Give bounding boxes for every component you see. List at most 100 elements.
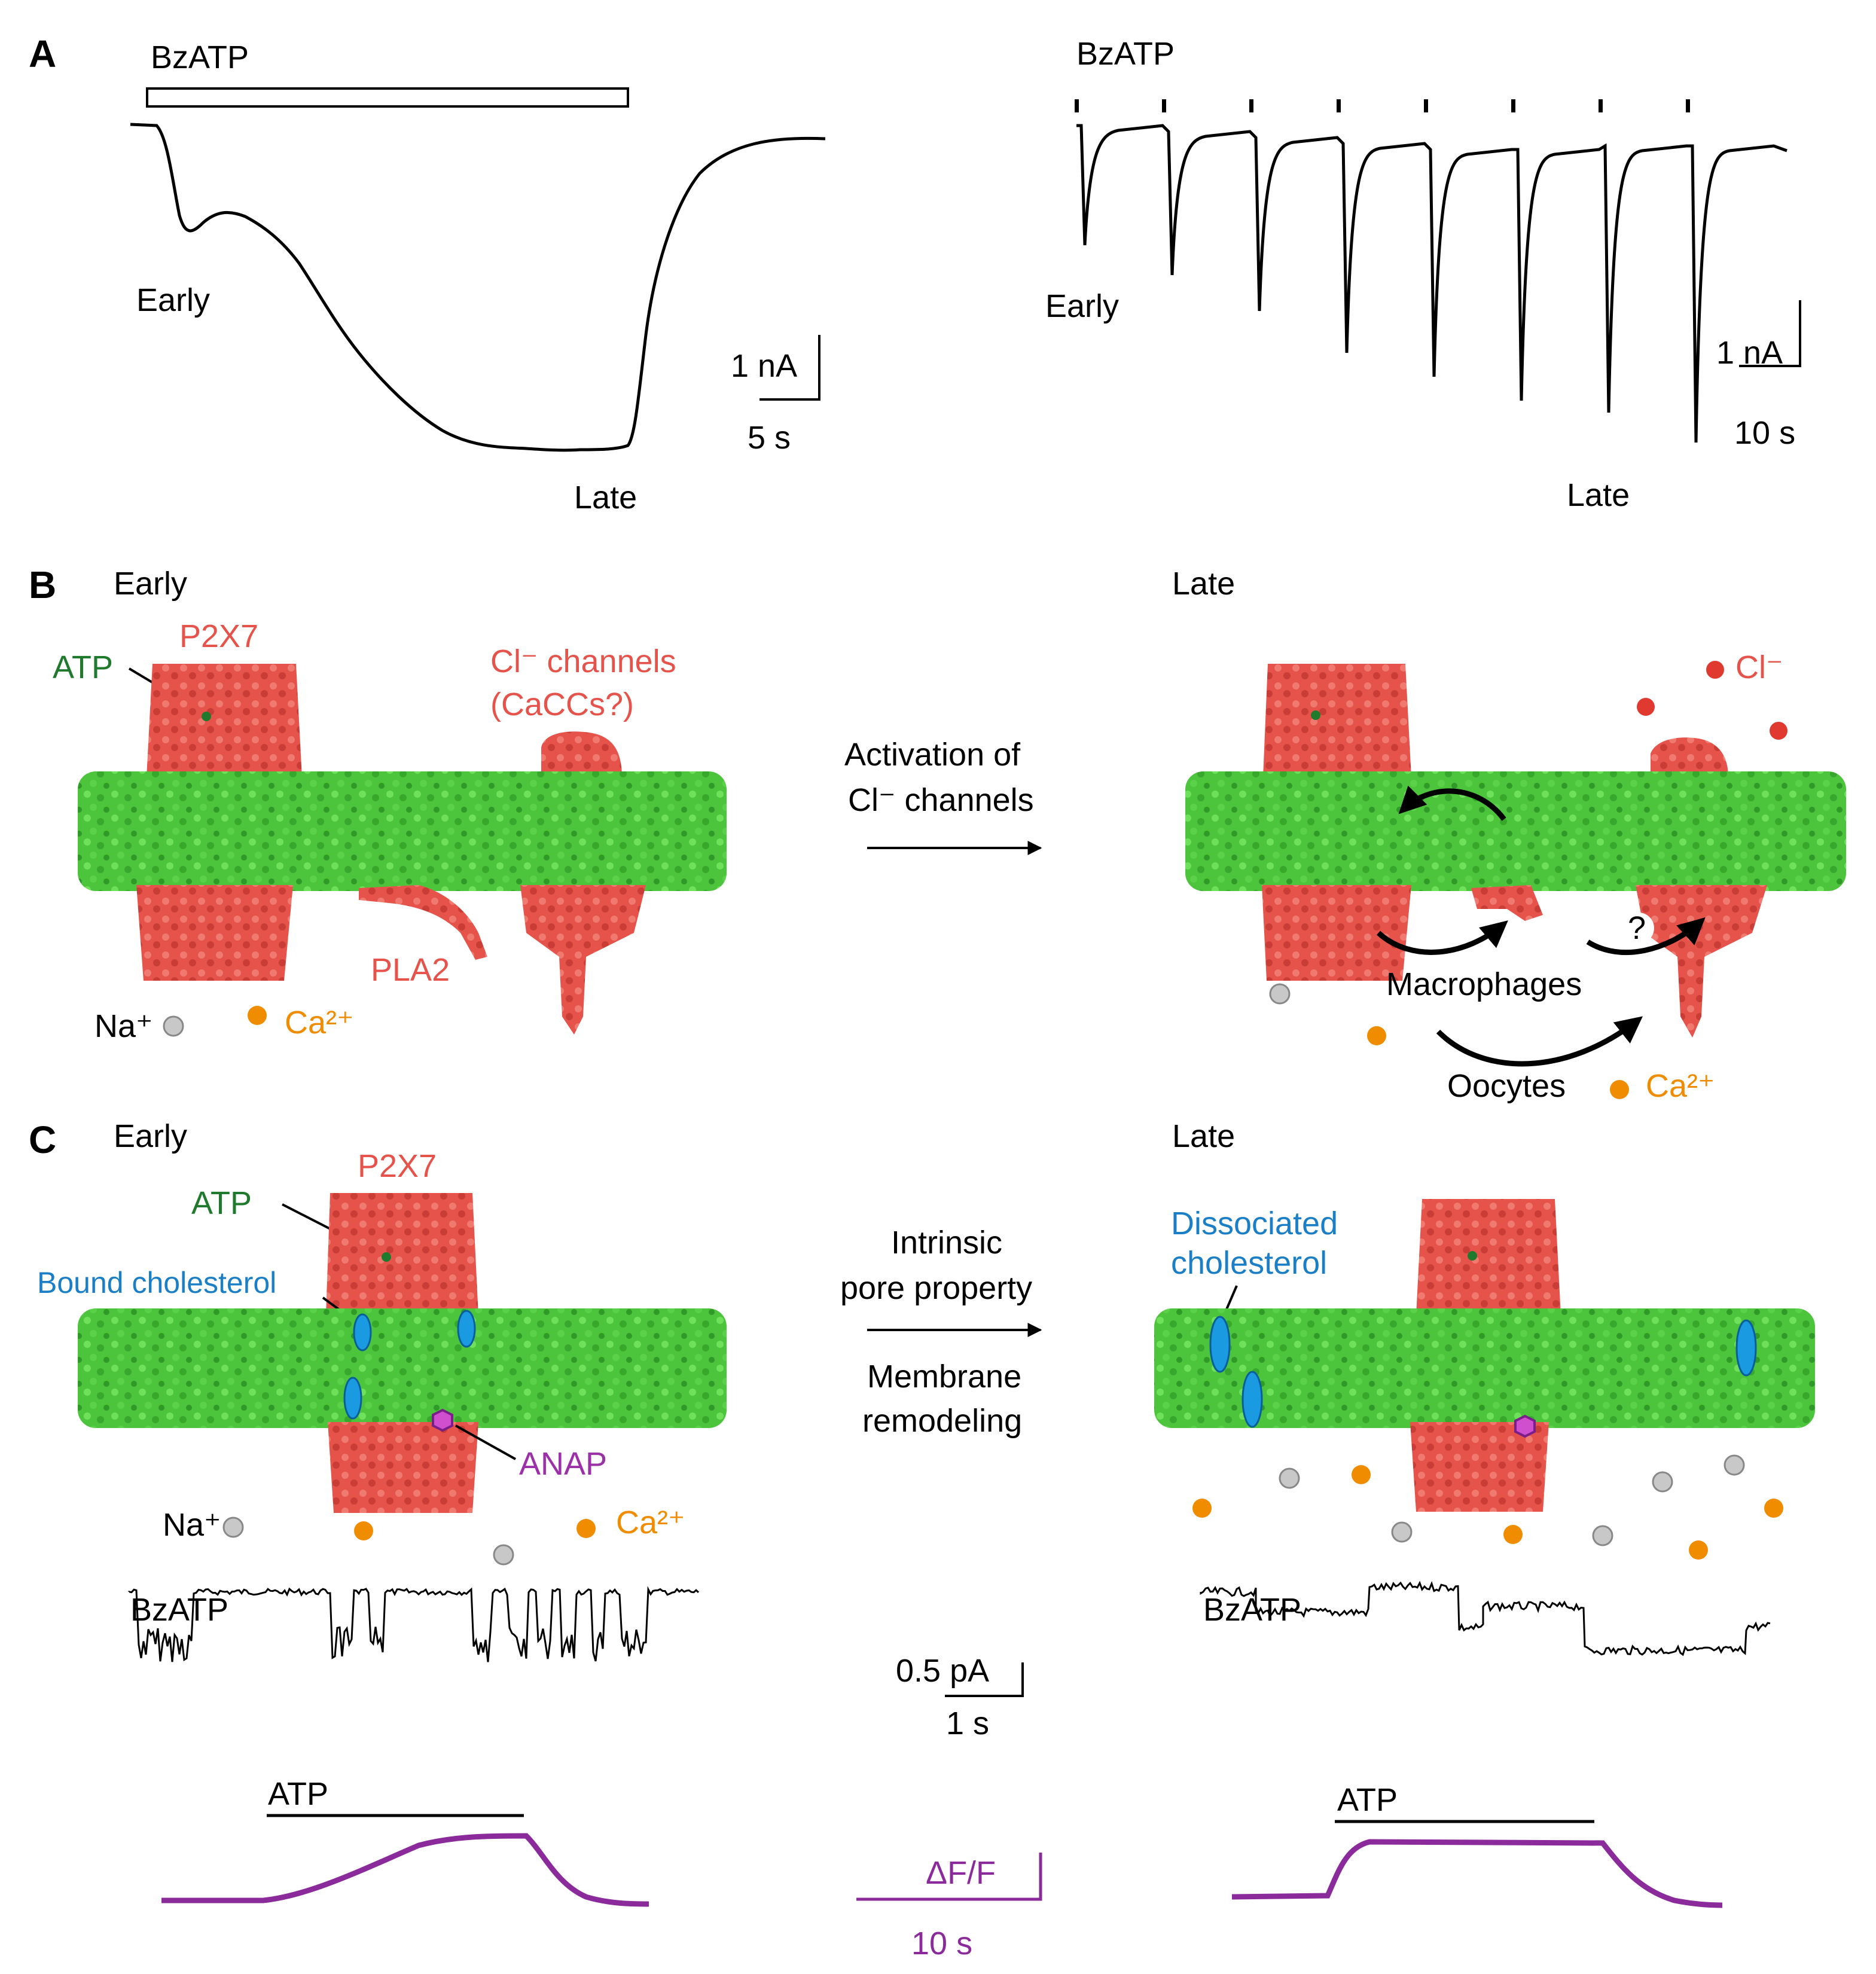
a-left-early-label: Early <box>136 282 210 318</box>
panel-label-a: A <box>29 32 56 75</box>
a-right-scale-x-label: 10 s <box>1734 415 1795 451</box>
a-left-scale-y-label: 1 nA <box>731 348 797 384</box>
c-early-atp-label: ATP <box>191 1185 252 1221</box>
b-late-cl-ion-3 <box>1770 722 1787 740</box>
b-early-na-label: Na⁺ <box>94 1008 153 1044</box>
b-early-p2x7-label: P2X7 <box>179 618 258 654</box>
b-late-p2x7-protein <box>1263 664 1411 777</box>
c-early-bound-cholesterol-label: Bound cholesterol <box>37 1266 276 1299</box>
b-arrow-label-2: Cl⁻ channels <box>848 782 1034 818</box>
c-early-na-ion-1 <box>222 1517 244 1538</box>
c-late-atp-label-bottom: ATP <box>1337 1782 1398 1818</box>
panel-c-early: Early P2X7 ATP Bound cholesterol ANAP Na… <box>37 1118 727 1566</box>
b-late-na-ion <box>1269 983 1291 1005</box>
c-arrow-label-1: Intrinsic <box>891 1225 1002 1261</box>
b-arrow-label-1: Activation of <box>844 737 1021 773</box>
c-early-na-ion-2 <box>493 1544 514 1566</box>
c-early-cholesterol-1 <box>353 1313 372 1351</box>
c-late-atp-molecule <box>1468 1251 1477 1261</box>
b-late-p2x7-intracellular <box>1262 885 1411 981</box>
c-late-title: Late <box>1172 1118 1235 1154</box>
b-early-atp-label: ATP <box>53 649 113 685</box>
c-late-ca-ion <box>1503 1525 1523 1544</box>
b-early-membrane <box>78 771 727 891</box>
b-late-ca-ion-2 <box>1610 1080 1629 1099</box>
c-late-p2x7-protein <box>1416 1199 1561 1316</box>
c-early-cholesterol-3 <box>343 1377 362 1420</box>
c-early-ca-label: Ca²⁺ <box>616 1505 685 1540</box>
b-early-cl-channel-top <box>541 731 622 777</box>
c-late-p2x7-intracellular <box>1410 1422 1549 1512</box>
c-late-ca-ion <box>1764 1499 1783 1518</box>
c-late-cholesterol-2 <box>1241 1371 1263 1428</box>
a-right-scale-y-label: 1 nA <box>1716 335 1783 371</box>
c-arrow-label-3: Membrane <box>867 1359 1021 1395</box>
a-left-agonist-label: BzATP <box>151 39 249 75</box>
panel-c-single-channel: BzATP BzATP 0.5 pA 1 s <box>128 1581 1771 1741</box>
c-early-atp-molecule <box>382 1252 391 1262</box>
c-arrow-label-2: pore property <box>840 1270 1032 1306</box>
panel-a-right: BzATP Early Late 1 nA 10 s <box>1045 36 1801 513</box>
b-early-ca-ion <box>248 1006 267 1025</box>
a-left-scale-x-label: 5 s <box>748 420 791 456</box>
c-early-membrane <box>78 1308 727 1428</box>
c-arrow-label-4: remodeling <box>862 1403 1022 1439</box>
c-late-cholesterol-3 <box>1735 1319 1757 1377</box>
c-early-anap-marker <box>432 1408 453 1432</box>
panel-c-fluorescence: ATP ATP ΔF/F 10 s <box>161 1776 1723 1961</box>
c-late-na-ion <box>1652 1471 1673 1493</box>
panel-label-b: B <box>29 563 56 606</box>
c-early-fluorescence-trace <box>161 1833 649 1907</box>
b-late-pla2-protein <box>1471 885 1543 921</box>
b-early-cl-channels-label-1: Cl⁻ channels <box>490 643 676 679</box>
b-late-oocyte-arrow <box>1436 1016 1643 1067</box>
c-early-single-channel-trace <box>128 1586 700 1662</box>
b-late-ca-label: Ca²⁺ <box>1646 1068 1715 1104</box>
c-early-ca-ion-2 <box>576 1519 596 1538</box>
a-right-current-trace <box>1076 124 1787 443</box>
b-late-cl-label: Cl⁻ <box>1735 649 1783 685</box>
panel-a-left: BzATP Early Late 1 nA 5 s <box>130 39 826 515</box>
panel-b-early: Early P2X7 ATP Cl⁻ channels (CaCCs?) PLA… <box>53 566 727 1044</box>
b-late-ca-ion-1 <box>1367 1026 1386 1045</box>
c-early-anap-pointer <box>455 1424 516 1460</box>
b-late-pla2-feedback-arrow <box>1398 785 1506 821</box>
a-right-early-label: Early <box>1045 288 1119 324</box>
c-late-na-ion <box>1724 1454 1745 1476</box>
a-right-pulse-marker <box>1337 99 1341 112</box>
c-fluorescence-scale-bar <box>856 1853 1042 1901</box>
a-left-current-trace <box>130 123 826 452</box>
b-early-na-ion <box>163 1015 184 1037</box>
c-early-anap-label: ANAP <box>519 1446 607 1482</box>
a-right-pulse-marker <box>1075 99 1079 112</box>
c-late-ca-ion <box>1352 1465 1371 1484</box>
c-early-cholesterol-2 <box>457 1310 476 1348</box>
panel-c-late: Late Dissociated cholesterol <box>1154 1118 1815 1560</box>
c-late-dissociated-label-1: Dissociated <box>1171 1206 1338 1241</box>
b-early-p2x7-protein <box>147 664 302 777</box>
b-late-atp-molecule <box>1311 710 1320 720</box>
c-early-p2x7-label: P2X7 <box>358 1148 437 1184</box>
c-late-ions <box>1192 1454 1783 1560</box>
b-early-pla2-label: PLA2 <box>371 952 450 988</box>
a-right-pulse-marker <box>1686 99 1690 112</box>
a-left-scale-bar <box>759 335 820 401</box>
c-early-bzatp-label: BzATP <box>130 1592 228 1628</box>
b-early-atp-molecule <box>202 712 211 721</box>
c-late-anap-marker <box>1514 1414 1536 1438</box>
c-late-membrane <box>1154 1308 1815 1428</box>
c-early-na-label: Na⁺ <box>163 1507 221 1543</box>
c-late-dissociated-label-2: cholesterol <box>1171 1245 1327 1281</box>
b-early-ca-label: Ca²⁺ <box>285 1005 354 1041</box>
a-right-pulse-marker <box>1249 99 1253 112</box>
c-early-p2x7-protein <box>326 1193 478 1316</box>
b-late-macrophage-arrow-2 <box>1586 917 1706 956</box>
a-right-scale-bar <box>1739 300 1801 367</box>
c-scale-fluor-time-label: 10 s <box>911 1926 972 1961</box>
b-late-title: Late <box>1172 566 1235 602</box>
panel-b-late: Late Cl⁻ ? Macrophages Oocytes Ca²⁺ <box>1172 566 1846 1104</box>
b-early-cl-channel-intracellular <box>520 885 646 1035</box>
c-early-title: Early <box>114 1118 187 1154</box>
c-early-atp-label-bottom: ATP <box>268 1776 328 1812</box>
